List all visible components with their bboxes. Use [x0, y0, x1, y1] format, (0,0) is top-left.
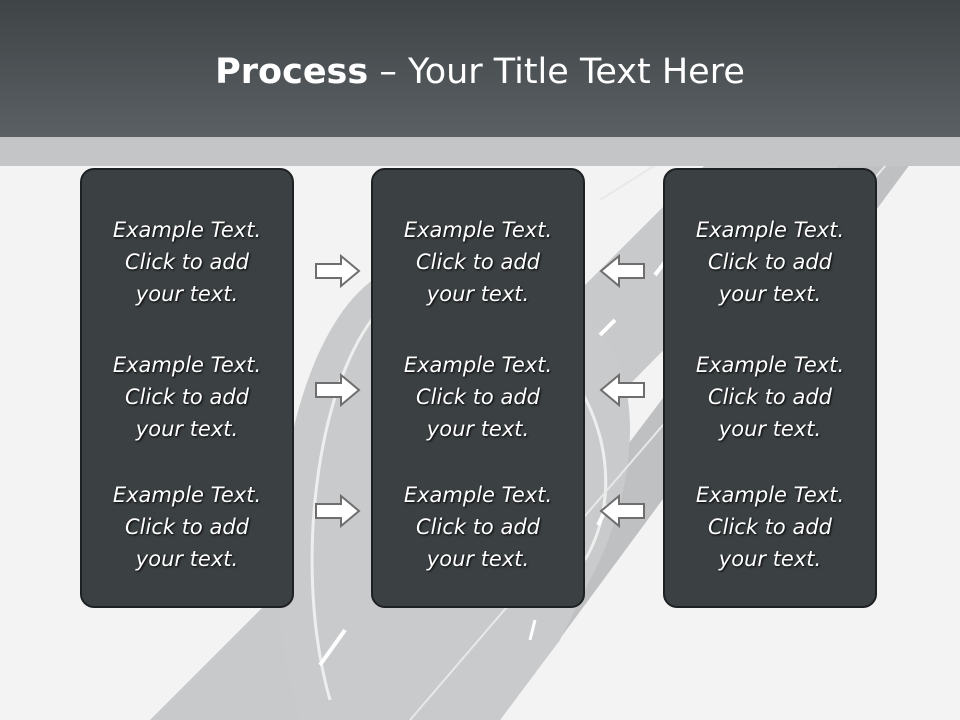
text-block[interactable]: Example Text. Click to add your text. — [695, 483, 845, 571]
text-panel-right[interactable]: Example Text. Click to add your text. Ex… — [663, 168, 877, 608]
right-arrow-icon — [315, 253, 361, 289]
text-block[interactable]: Example Text. Click to add your text. — [112, 353, 262, 441]
left-arrow-icon — [599, 372, 645, 408]
title-rest: – Your Title Text Here — [368, 52, 745, 92]
text-block[interactable]: Example Text. Click to add your text. — [112, 218, 262, 306]
text-block[interactable]: Example Text. Click to add your text. — [403, 353, 553, 441]
left-arrow-icon — [599, 253, 645, 289]
text-block[interactable]: Example Text. Click to add your text. — [695, 218, 845, 306]
slide-title[interactable]: Process – Your Title Text Here — [0, 52, 960, 92]
title-bar — [0, 0, 960, 137]
header-band — [0, 137, 960, 166]
text-block[interactable]: Example Text. Click to add your text. — [695, 353, 845, 441]
text-block[interactable]: Example Text. Click to add your text. — [112, 483, 262, 571]
text-block[interactable]: Example Text. Click to add your text. — [403, 483, 553, 571]
text-panel-left[interactable]: Example Text. Click to add your text. Ex… — [80, 168, 294, 608]
left-arrow-icon — [599, 493, 645, 529]
right-arrow-icon — [315, 372, 361, 408]
title-bold: Process — [215, 52, 369, 92]
text-panel-center[interactable]: Example Text. Click to add your text. Ex… — [371, 168, 585, 608]
text-block[interactable]: Example Text. Click to add your text. — [403, 218, 553, 306]
right-arrow-icon — [315, 493, 361, 529]
